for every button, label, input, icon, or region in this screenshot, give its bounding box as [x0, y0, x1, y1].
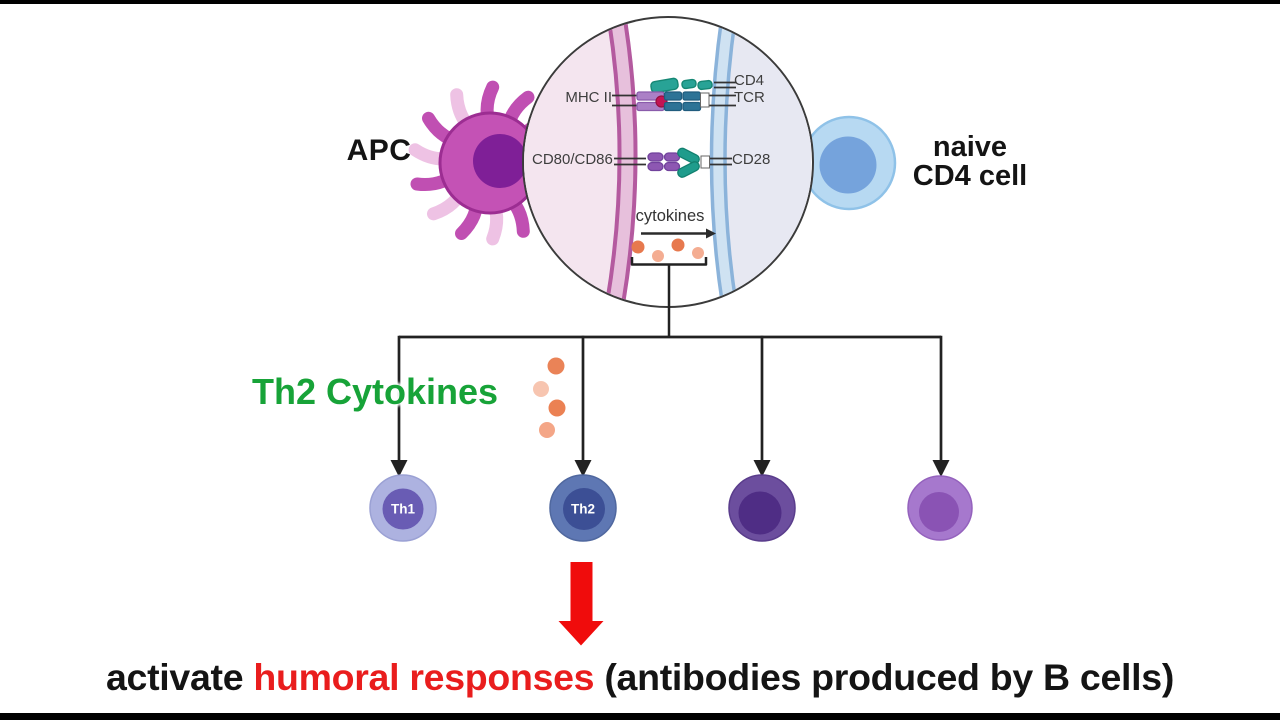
- cytokine-bracket: [630, 257, 708, 337]
- cd80-cd86-molecule: [647, 152, 681, 172]
- cytokines-label: cytokines: [635, 207, 705, 225]
- tcell-cytoplasm: [718, 18, 811, 305]
- cytokine-dot: [671, 238, 685, 252]
- naive-cd4-label-line2: CD4 cell: [912, 160, 1028, 192]
- apc-cell: [408, 80, 559, 246]
- cytokine-dot: [548, 399, 566, 417]
- caption: activate humoral responses (antibodies p…: [0, 656, 1280, 699]
- cytokine-dot: [533, 381, 549, 397]
- tcr-label: TCR: [734, 89, 765, 106]
- cytokine-dot: [631, 240, 645, 254]
- cd80-cd86-label: CD80/CD86: [532, 151, 613, 168]
- cytokines-arrow: [641, 228, 716, 239]
- synapse-zoom-circle: MHC II CD4 TCR CD80/CD86 CD28 cytokines: [522, 16, 814, 308]
- apc-nucleus: [473, 134, 527, 188]
- cell-label: Th1: [391, 502, 415, 517]
- red-down-arrow-icon: [558, 562, 604, 646]
- th2-cell: Th2: [549, 474, 617, 542]
- naive-cd4-label-line1: naive: [932, 131, 1008, 163]
- cd28-stalk: [700, 155, 710, 169]
- branch-arrowhead-icon: [574, 460, 592, 477]
- naive-cd4-cell: [801, 115, 897, 211]
- branch-arrowhead-icon: [753, 460, 771, 477]
- cytokine-dot: [547, 357, 565, 375]
- naive-cd4-nucleus: [819, 136, 877, 194]
- cytokines-arrowhead-icon: [706, 228, 716, 239]
- caption-prefix: activate: [105, 656, 254, 698]
- cd4-label: CD4: [734, 72, 765, 89]
- branch-connector: [397, 335, 943, 462]
- top-letterbox-bar: [0, 0, 1280, 4]
- branch-arrowhead-icon: [932, 460, 950, 477]
- th-cell-3: [728, 474, 796, 542]
- branch-arrowhead-icon: [390, 460, 408, 477]
- naive-cd4-label: naive CD4 cell: [885, 133, 1055, 191]
- th2-cytokines-label: Th2 Cytokines: [252, 371, 499, 412]
- caption-highlight: humoral responses: [253, 656, 595, 698]
- cd28-label: CD28: [732, 151, 771, 168]
- cytokine-dots: [631, 238, 704, 262]
- cell-label: Th2: [571, 502, 595, 517]
- tcr-stalk: [700, 92, 710, 108]
- tcr-molecule: [663, 91, 702, 112]
- apc-label: APC: [346, 134, 412, 167]
- caption-suffix: (antibodies produced by B cells): [594, 656, 1175, 698]
- mhc2-label: MHC II: [565, 89, 612, 106]
- th2-cytokine-dots: [533, 357, 566, 438]
- apc-cytoplasm: [524, 18, 628, 305]
- synapse-detail: [524, 18, 811, 305]
- receptor-connector-lines: [612, 81, 736, 166]
- cytokine-dot: [539, 422, 555, 438]
- branch-arrowheads: [390, 460, 950, 477]
- cytokine-dot: [652, 250, 664, 262]
- bottom-letterbox-bar: [0, 713, 1280, 720]
- cytokine-dot: [692, 247, 704, 259]
- cd28-molecule: [677, 147, 700, 178]
- cd4-coreceptor: [650, 77, 713, 94]
- th-cell-4: [907, 475, 973, 541]
- th1-cell: Th1: [369, 474, 437, 542]
